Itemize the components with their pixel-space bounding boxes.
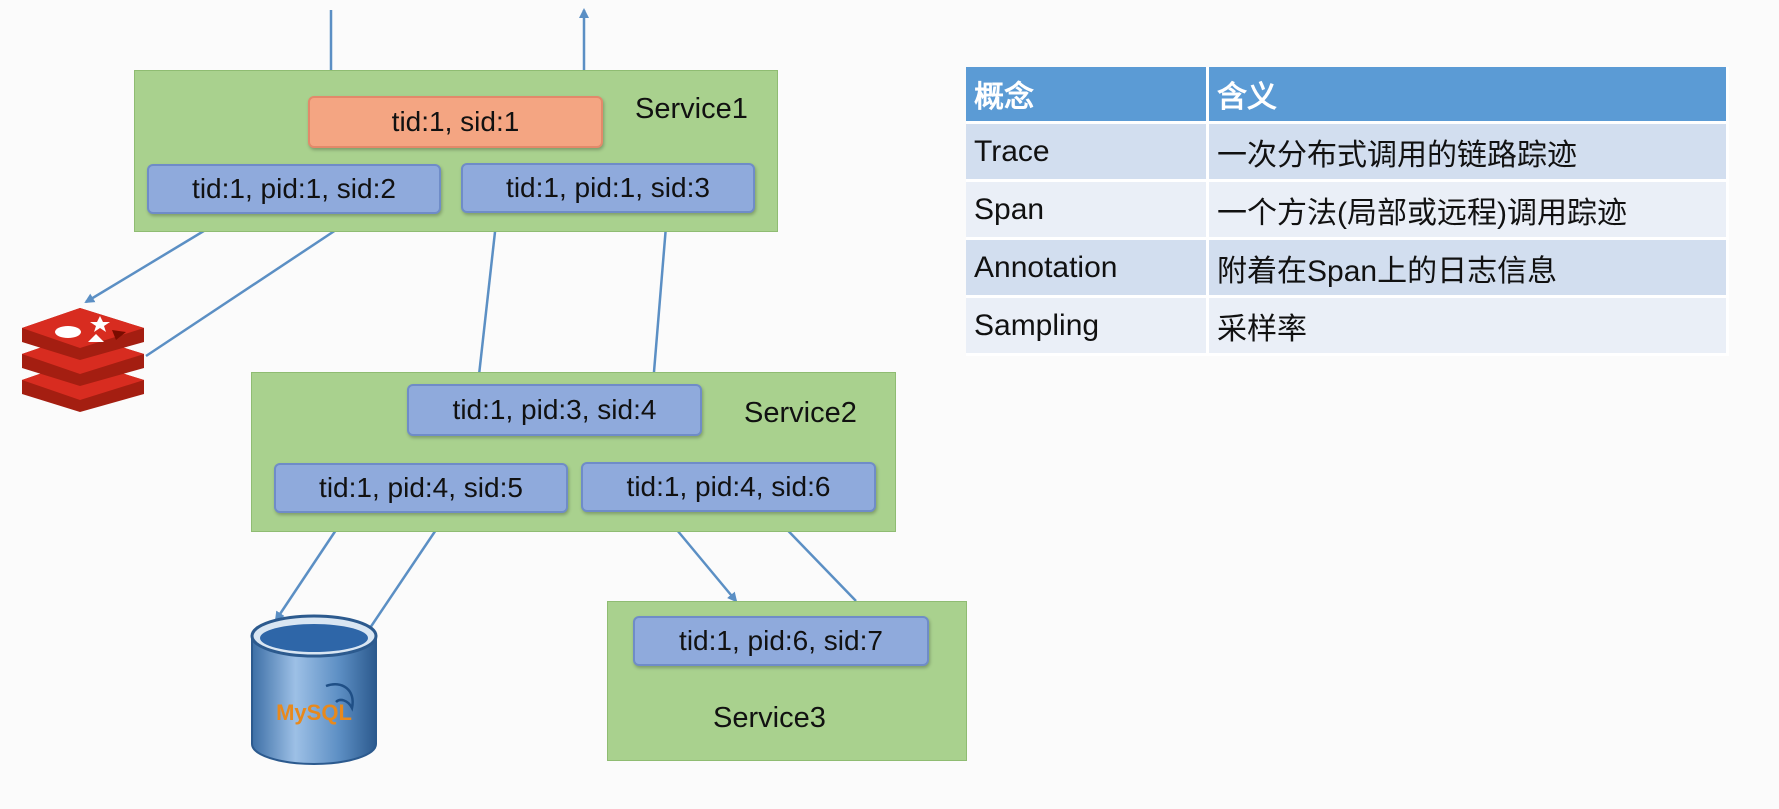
table-cell-concept: Annotation: [966, 238, 1209, 298]
table-cell-meaning: 附着在Span上的日志信息: [1207, 238, 1729, 298]
span-sid2: tid:1, pid:1, sid:2: [147, 164, 441, 214]
arrow-sid4-to-sid3: [651, 212, 672, 385]
table-row: Trace 一次分布式调用的链路踪迹: [966, 122, 1729, 182]
table-cell-meaning: 一个方法(局部或远程)调用踪迹: [1207, 180, 1729, 240]
redis-icon: [22, 308, 144, 412]
mysql-database-icon: MySQL: [250, 614, 378, 765]
span-sid1: tid:1, sid:1: [308, 96, 603, 148]
table-cell-concept: Sampling: [966, 296, 1209, 356]
table-header-row: 概念 含义: [966, 67, 1729, 124]
table-cell-concept: Trace: [966, 122, 1209, 182]
span-sid5: tid:1, pid:4, sid:5: [274, 463, 568, 513]
arrow-redis-to-sid2: [145, 212, 362, 358]
table-row: Sampling 采样率: [966, 296, 1729, 356]
span-sid6: tid:1, pid:4, sid:6: [581, 462, 876, 512]
table-cell-concept: Span: [966, 180, 1209, 240]
span-sid4: tid:1, pid:3, sid:4: [407, 384, 702, 436]
arrow-sid3-to-sid4: [473, 213, 499, 386]
span-sid3: tid:1, pid:1, sid:3: [461, 163, 755, 213]
table-header-concept: 概念: [966, 67, 1209, 124]
service3-label: Service3: [713, 702, 826, 734]
span-sid7: tid:1, pid:6, sid:7: [633, 616, 929, 666]
mysql-label: MySQL: [276, 700, 352, 725]
table-cell-meaning: 采样率: [1207, 296, 1729, 356]
table-row: Span 一个方法(局部或远程)调用踪迹: [966, 180, 1729, 240]
table-row: Annotation 附着在Span上的日志信息: [966, 238, 1729, 298]
service2-label: Service2: [744, 397, 857, 429]
table-cell-meaning: 一次分布式调用的链路踪迹: [1207, 122, 1729, 182]
service1-label: Service1: [635, 93, 748, 125]
concept-table: 概念 含义 Trace 一次分布式调用的链路踪迹 Span 一个方法(局部或远程…: [966, 67, 1729, 356]
table-header-meaning: 含义: [1207, 67, 1729, 124]
